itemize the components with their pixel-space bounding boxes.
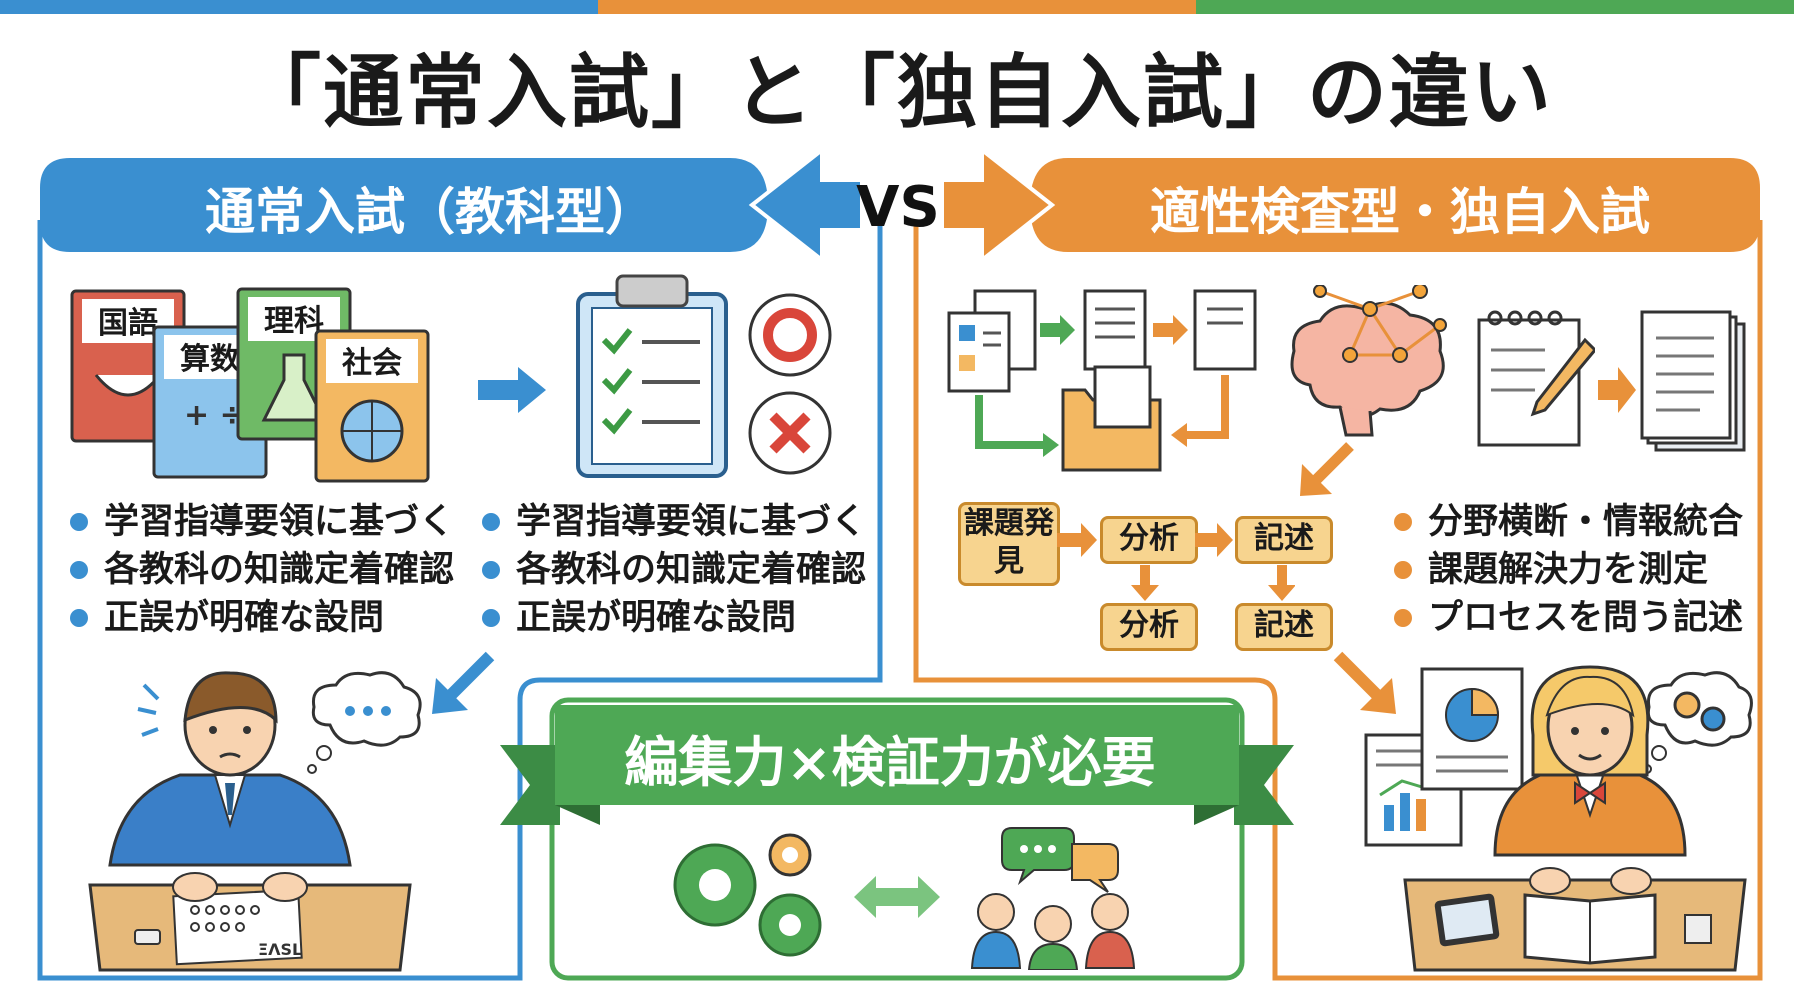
process-discover: 課題発見 [958,502,1060,586]
process-description-2: 記述 [1235,603,1333,651]
circle-mark-icon [748,293,832,377]
arrow-right-icon [1598,367,1636,413]
right-bullets: 分野横断・情報統合 課題解決力を測定 プロセスを問う記述 [1392,498,1743,642]
gear-thought-bubble-icon [1642,671,1753,774]
book-label-sansu: 算数 [180,342,241,377]
documents-flow-icon [947,289,1257,472]
center-panel-frame [549,697,1245,981]
book-label-kokugo: 国語 [98,306,158,341]
banner-text: 編集力×検証力が必要 [624,731,1156,794]
worry-lines [137,683,160,737]
top-bar-green [1196,0,1794,14]
bullet-item: 学習指導要領に基づく [480,498,866,546]
right-panel-title: 適性検査型・独自入試 [1150,183,1650,241]
bullet-item: 学習指導要領に基づく [68,498,454,546]
cross-mark-icon [748,391,832,475]
thought-bubble-icon [307,671,422,774]
bullet-item: 課題解決力を測定 [1392,546,1743,594]
bullet-item: 各教科の知識定着確認 [68,546,454,594]
textbooks-icon: 国語 算数 + ÷ 理科 社会 [70,287,430,483]
page-title: 「通常入試」と「独自入試」の違い [241,46,1553,139]
team-discussion-icon [970,827,1136,970]
report-stack-icon [1640,310,1746,452]
brain-network-icon [1290,285,1447,437]
student-boy-icon: ΞΛSL [88,671,412,972]
bullet-item: 分野横断・情報統合 [1392,498,1743,546]
bullet-item: 正誤が明確な設問 [480,594,866,642]
clipboard-checklist-icon [576,274,728,478]
banner-ribbon-right [1234,745,1294,825]
double-arrow-icon [854,876,940,918]
book-shakai: 社会 [314,329,430,483]
bullet-item: プロセスを問う記述 [1392,594,1743,642]
charts-documents-icon [1364,667,1524,847]
process-analysis-1: 分析 [1100,516,1198,564]
answer-sheet-label: ΞΛSL [258,940,302,959]
vs-arrow-left [748,145,864,265]
book-label-rika: 理科 [264,304,324,339]
top-bar-orange [598,0,1196,14]
process-analysis-2: 分析 [1100,603,1198,651]
bullet-item: 各教科の知識定着確認 [480,546,866,594]
svg-text:+ ÷: + ÷ [184,398,245,433]
vs-arrow-right [940,145,1056,265]
student-girl-icon [1403,665,1747,972]
process-arrows [1057,523,1295,601]
arrow-down-left-icon [432,651,495,714]
left-bullets-b: 学習指導要領に基づく 各教科の知識定着確認 正誤が明確な設問 [480,498,866,642]
notepad-pen-icon [1477,310,1595,447]
left-bullets-a: 学習指導要領に基づく 各教科の知識定着確認 正誤が明確な設問 [68,498,454,642]
banner-body [555,705,1239,805]
process-description-1: 記述 [1235,516,1333,564]
right-panel-frame [913,220,1763,981]
left-header-shape [40,158,768,252]
right-header-shape [1030,158,1760,252]
book-label-shakai: 社会 [342,346,402,381]
left-panel-title: 通常入試（教科型） [205,183,655,241]
gears-icon [673,833,822,957]
left-panel-frame [37,220,883,981]
bullet-item: 正誤が明確な設問 [68,594,454,642]
arrow-down-left-icon [1300,442,1354,496]
arrow-right-icon [478,367,546,413]
arrow-down-right-icon [1333,651,1396,714]
vs-label: VS [856,175,940,240]
top-bar-blue [0,0,598,14]
banner-ribbon-left [500,745,560,825]
